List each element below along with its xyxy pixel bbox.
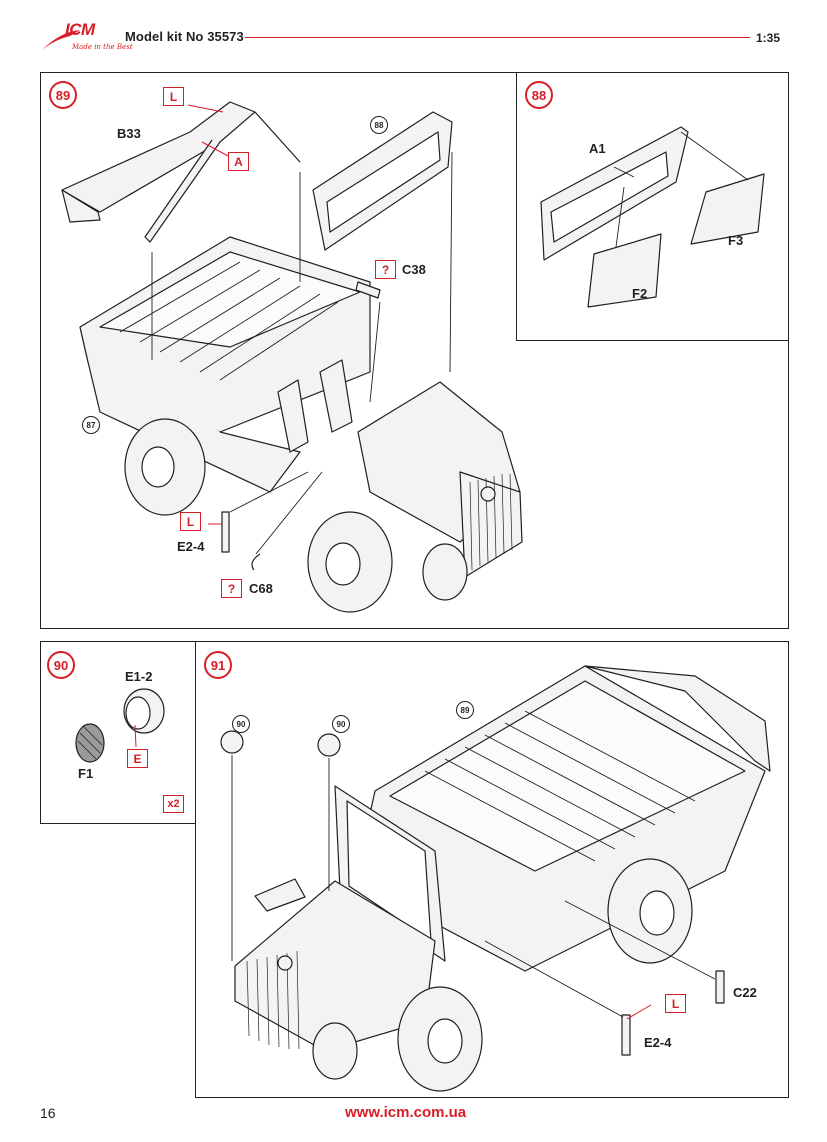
model-kit-number: Model kit No 35573 <box>125 29 244 44</box>
marker-question-c68: ? <box>221 579 242 598</box>
marker-l-e24: L <box>180 512 201 531</box>
part-label-e24-91: E2-4 <box>644 1035 672 1050</box>
marker-l-e24-91: L <box>665 994 686 1013</box>
part-label-e24: E2-4 <box>177 539 205 554</box>
step-number-91: 91 <box>204 651 232 679</box>
ref-step-88: 88 <box>370 116 388 134</box>
step-90-illustration <box>75 688 165 763</box>
step-91-illustration <box>220 665 771 1092</box>
logo-tagline: Made in the Best <box>72 43 133 51</box>
page-number: 16 <box>40 1105 56 1121</box>
header-rule <box>245 37 750 38</box>
part-label-c68: C68 <box>249 581 273 596</box>
part-label-c22: C22 <box>733 985 757 1000</box>
step-88-illustration <box>540 126 765 308</box>
marker-e: E <box>127 749 148 768</box>
step-number-88: 88 <box>525 81 553 109</box>
ref-step-90-b: 90 <box>332 715 350 733</box>
part-label-b33: B33 <box>117 126 141 141</box>
step-number-89: 89 <box>49 81 77 109</box>
part-label-f2: F2 <box>632 286 648 301</box>
footer-url-link[interactable]: www.icm.com.ua <box>345 1104 467 1121</box>
logo-swoosh-icon <box>42 30 80 50</box>
step-89-illustration <box>61 101 523 613</box>
ref-step-90-a: 90 <box>232 715 250 733</box>
ref-step-89: 89 <box>456 701 474 719</box>
marker-l-canvas: L <box>163 87 184 106</box>
ref-step-87: 87 <box>82 416 100 434</box>
scale-label: 1:35 <box>756 31 781 45</box>
marker-question-c38: ? <box>375 260 396 279</box>
part-label-a1: A1 <box>589 141 606 156</box>
logo-brand: ICM <box>65 20 95 39</box>
step-number-90: 90 <box>47 651 75 679</box>
part-label-f3: F3 <box>728 233 744 248</box>
part-label-c38: C38 <box>402 262 426 277</box>
marker-x2: x2 <box>163 795 184 813</box>
marker-a: A <box>228 152 249 171</box>
part-label-e12: E1-2 <box>125 669 153 684</box>
part-label-f1: F1 <box>78 766 94 781</box>
